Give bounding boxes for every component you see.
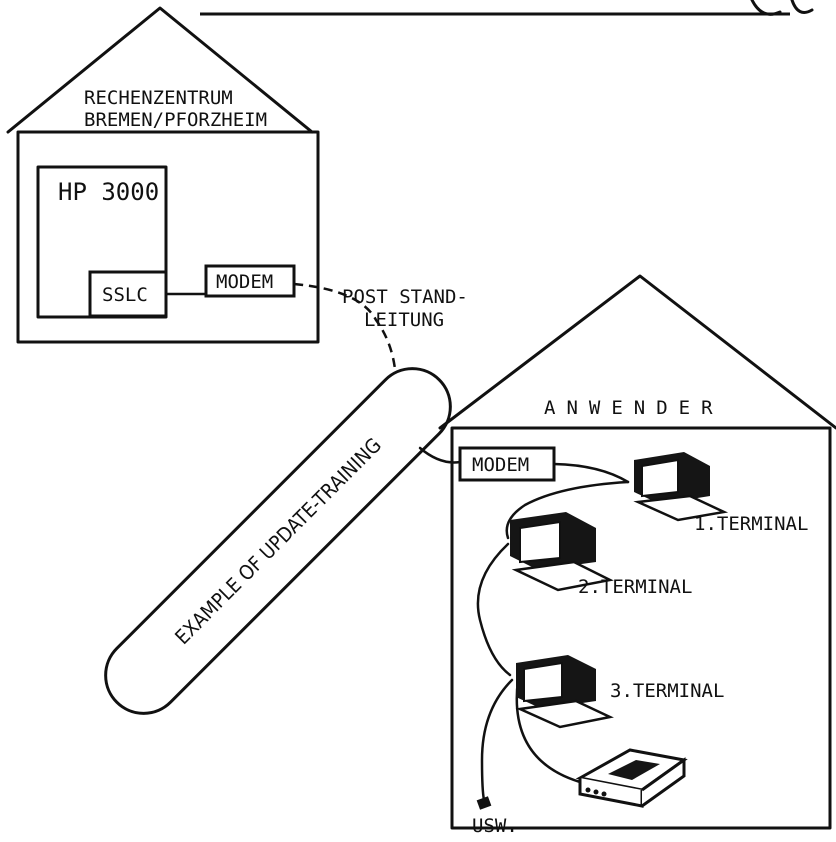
hp3000-label: HP 3000 bbox=[58, 178, 159, 206]
user-site-house: ANWENDER MODEM 1.TERMINAL 2.TERMINAL bbox=[438, 274, 836, 837]
top-decoration bbox=[750, 0, 814, 16]
terminal-2-label: 2.TERMINAL bbox=[578, 576, 692, 598]
more-label: USW. bbox=[472, 815, 518, 837]
cable-end-connector bbox=[476, 796, 492, 810]
cable-terminal2-to-terminal3 bbox=[476, 542, 512, 677]
terminal-1-label: 1.TERMINAL bbox=[694, 513, 808, 535]
user-site-body bbox=[450, 426, 832, 830]
terminal-2 bbox=[510, 512, 614, 592]
user-site-roof bbox=[438, 274, 836, 430]
terminal-3-label: 3.TERMINAL bbox=[610, 680, 724, 702]
terminal-1 bbox=[633, 452, 729, 522]
terminal-3 bbox=[515, 655, 614, 729]
badge-to-modem-line bbox=[418, 446, 462, 464]
peripheral-device bbox=[575, 748, 688, 808]
sslc-label: SSLC bbox=[102, 284, 148, 306]
center-modem-label: MODEM bbox=[216, 271, 273, 293]
leased-line-dashed bbox=[293, 282, 398, 396]
computing-center-house: RECHENZENTRUM BREMEN/PFORZHEIM HP 3000 S… bbox=[6, 6, 320, 344]
computing-center-name-line2: BREMEN/PFORZHEIM bbox=[84, 109, 267, 131]
example-badge-pill bbox=[104, 367, 452, 715]
cable-terminal3-to-more bbox=[480, 678, 514, 802]
example-badge-text: EXAMPLE OF UPDATE-TRAINING bbox=[170, 433, 386, 649]
computing-center-body bbox=[16, 130, 320, 344]
center-modem-box bbox=[204, 264, 296, 298]
cable-terminal1-to-terminal2 bbox=[505, 480, 630, 540]
computing-center-roof bbox=[6, 6, 314, 134]
sslc-box bbox=[88, 270, 168, 318]
leased-line-label-line1: POST STAND- bbox=[342, 286, 468, 308]
computing-center-name-line1: RECHENZENTRUM bbox=[84, 87, 233, 109]
user-modem-label: MODEM bbox=[472, 454, 529, 476]
user-site-title: ANWENDER bbox=[544, 397, 724, 419]
cable-modem-to-terminal1 bbox=[552, 462, 630, 484]
example-badge: EXAMPLE OF UPDATE-TRAINING bbox=[104, 367, 452, 715]
leased-line-label-line2: LEITUNG bbox=[364, 309, 444, 331]
